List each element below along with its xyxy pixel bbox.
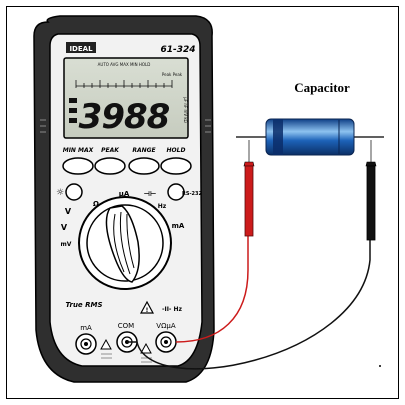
dial-hz-label: Hz (158, 203, 167, 210)
lcd-indicator-1 (69, 98, 77, 103)
dial-grip-lines (113, 211, 135, 275)
stray-dot (379, 365, 381, 367)
jack-v-ohm[interactable] (155, 331, 177, 353)
warning-mark: ! (146, 307, 149, 314)
true-rms-label: True RMS (65, 301, 102, 309)
dial-ma-label: mA (172, 222, 185, 230)
brand-logo (66, 42, 96, 53)
lcd-bargraph (75, 80, 173, 88)
dial-ua-label: μA (119, 190, 130, 198)
lcd-indicator-2 (69, 108, 77, 113)
minmax-button[interactable] (62, 157, 94, 175)
hz-symbol-label: -II- Hz (162, 306, 183, 313)
black-probe (365, 140, 377, 241)
dial-ohm-label: Ω (93, 200, 99, 208)
lcd-display (63, 57, 189, 139)
dial-cap-label: ⊣⊢ (144, 190, 157, 198)
multimeter: IDEAL 61-324 AUTO AVG MAX MIN HOLD Peak … (33, 15, 215, 383)
red-probe (243, 140, 255, 237)
jack-v-label: VΩμA (156, 322, 176, 330)
peak-button[interactable] (94, 157, 126, 175)
lcd-reading: 3988 (79, 97, 170, 137)
range-button[interactable] (128, 157, 160, 175)
lcd-right-flags: Peak Peak (162, 72, 183, 77)
rotary-dial[interactable] (78, 196, 172, 290)
button-label-minmax: MIN MAX (63, 147, 94, 154)
jack-warning-icon-2 (140, 342, 152, 354)
dial-pointer (105, 205, 140, 283)
dial-vac-label: V (61, 223, 68, 232)
button-label-peak: PEAK (101, 147, 120, 154)
model-number: 61-324 (160, 45, 195, 55)
hold-button[interactable] (160, 157, 192, 175)
brand-text: IDEAL (69, 45, 93, 53)
warning-icon (139, 300, 155, 314)
lcd-units: μF nF mV kΩ (183, 97, 188, 123)
rs232-button[interactable] (167, 183, 185, 201)
backlight-button[interactable] (65, 183, 83, 201)
black-lead-wire (136, 240, 371, 370)
jack-ma[interactable] (75, 333, 97, 355)
holster-grip-marks (40, 119, 211, 133)
rs232-label: RS-232 (182, 191, 202, 197)
lcd-top-flags: AUTO AVG MAX MIN HOLD (98, 62, 151, 67)
dial-mv-label: mV (61, 241, 72, 248)
fine-print-lines (101, 353, 152, 363)
jack-com-label: COM (118, 322, 134, 330)
capacitor-label: Capacitor (294, 80, 350, 95)
button-label-range: RANGE (132, 147, 156, 154)
capacitor-body (265, 118, 355, 156)
jack-ma-label: mA (80, 324, 92, 332)
jack-warning-icon-1 (100, 338, 112, 350)
red-lead-wire (175, 235, 249, 343)
capacitor-band (273, 119, 283, 155)
button-label-hold: HOLD (167, 147, 186, 154)
backlight-icon: ☼ (56, 188, 64, 198)
lcd-indicator-3 (69, 118, 77, 123)
dial-vdc-label: V (65, 207, 72, 216)
